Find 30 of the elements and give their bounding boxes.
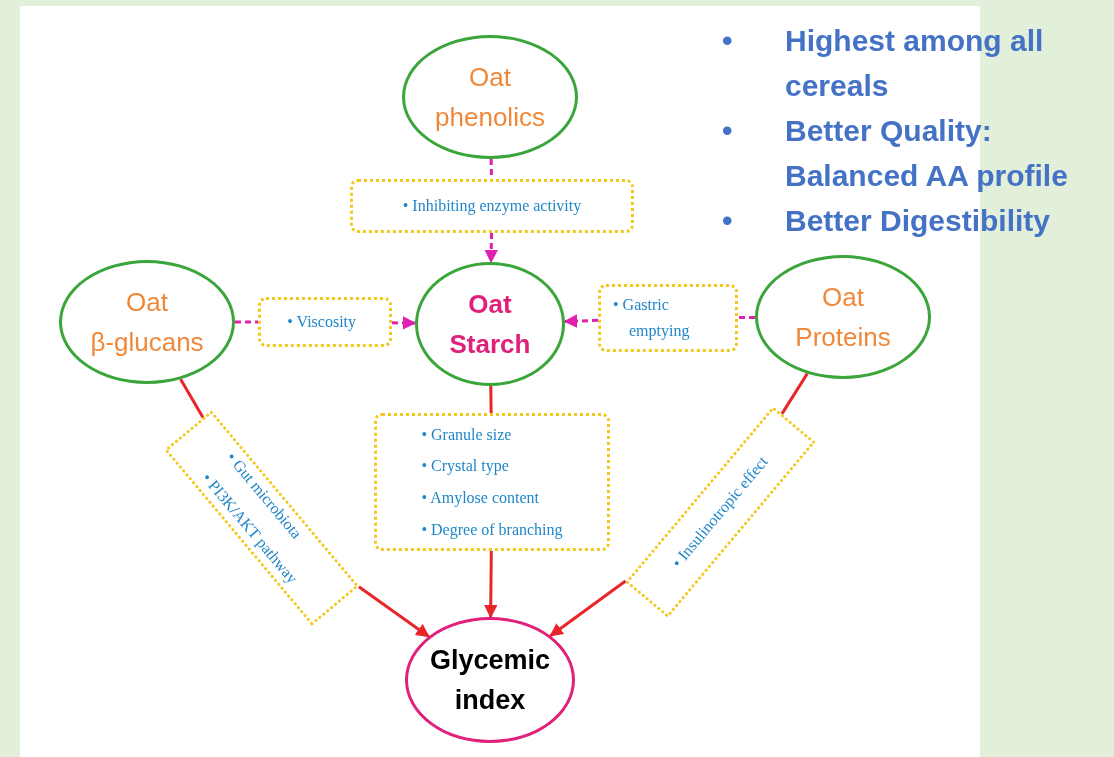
arrow bbox=[484, 232, 498, 264]
bullet-item: Better Digestibility bbox=[785, 203, 1052, 239]
node-label: Oat Starch bbox=[448, 287, 532, 361]
bullet-item: • Amylose content bbox=[421, 488, 541, 509]
dotted-box bbox=[624, 405, 816, 619]
dotted-box bbox=[598, 284, 738, 352]
bullet-item: • Granule size bbox=[421, 424, 513, 445]
arrow bbox=[484, 551, 498, 619]
bullet-item: Highest among all cereals bbox=[785, 23, 1045, 104]
bullet-mark: • bbox=[722, 113, 734, 149]
dotted-box bbox=[350, 179, 634, 233]
bullet-item: • Viscosity bbox=[287, 312, 358, 333]
arrow bbox=[549, 579, 627, 637]
bullet-item: • Degree of branching bbox=[421, 519, 563, 541]
node-label: Oat β-glucans bbox=[89, 285, 205, 359]
bullet-mark: • bbox=[722, 23, 734, 59]
bullet-item: Better Quality: Balanced AA profile bbox=[785, 113, 1069, 194]
arrow bbox=[358, 585, 430, 638]
node-label: Glycemic index bbox=[430, 643, 550, 717]
dotted-box bbox=[374, 413, 610, 551]
arrow bbox=[563, 314, 599, 328]
node-label: Oat Proteins bbox=[794, 280, 892, 354]
dotted-box bbox=[258, 297, 392, 347]
bullet-item: • Crystal type bbox=[421, 456, 510, 477]
dotted-box bbox=[164, 409, 360, 626]
bullet-item: • Gastric emptying bbox=[613, 295, 691, 342]
bullet-item: • Inhibiting enzyme activity bbox=[402, 196, 582, 217]
node-label: Oat phenolics bbox=[434, 60, 546, 134]
bullet-mark: • bbox=[722, 203, 734, 239]
arrow bbox=[391, 316, 417, 330]
